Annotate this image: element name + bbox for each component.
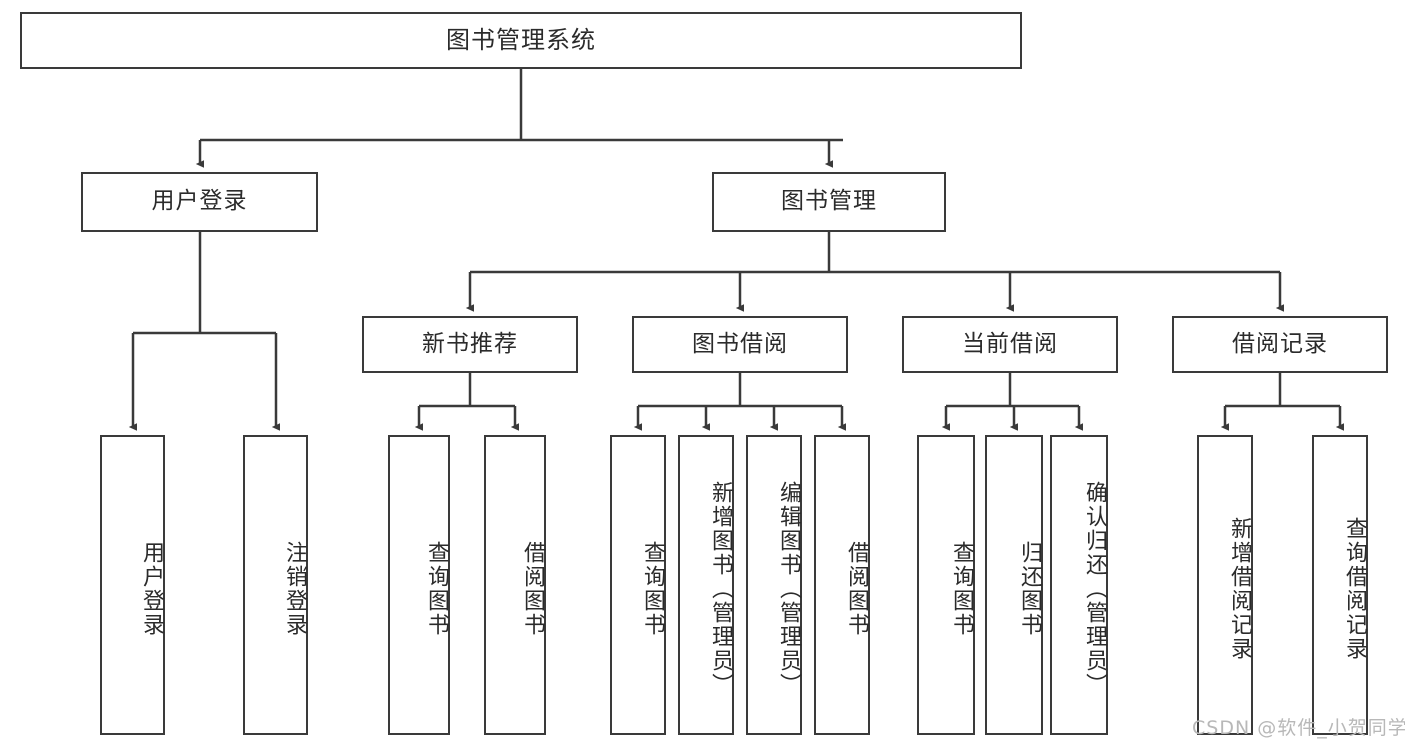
node-cb-query-book[interactable]: 查询图书 [917,435,975,735]
node-borrow-record-label: 借阅记录 [1232,330,1328,357]
node-bb-edit-book[interactable]: 编辑图书（管理员） [746,435,802,735]
node-book-manage-label: 图书管理 [781,188,877,215]
node-bb-add-book-label: 新增图书（管理员） [708,481,733,697]
node-bb-query-book[interactable]: 查询图书 [610,435,666,735]
node-bb-query-book-label: 查询图书 [640,541,665,637]
node-br-query-record-label: 查询借阅记录 [1342,517,1367,661]
node-user-logout-label: 注销登录 [282,541,307,637]
node-current-borrow[interactable]: 当前借阅 [902,316,1118,373]
node-cb-confirm-return[interactable]: 确认归还（管理员） [1050,435,1108,735]
node-nb-query-book[interactable]: 查询图书 [388,435,450,735]
node-book-borrow[interactable]: 图书借阅 [632,316,848,373]
node-cb-return-book[interactable]: 归还图书 [985,435,1043,735]
node-user-login-do[interactable]: 用户登录 [100,435,165,735]
node-bb-edit-book-label: 编辑图书（管理员） [776,481,801,697]
csdn-watermark: CSDN @软件_小贺同学 [1192,717,1405,739]
node-nb-query-book-label: 查询图书 [424,541,449,637]
node-nb-borrow-book-label: 借阅图书 [520,541,545,637]
node-book-borrow-label: 图书借阅 [692,330,788,357]
node-nb-borrow-book[interactable]: 借阅图书 [484,435,546,735]
node-br-query-record[interactable]: 查询借阅记录 [1312,435,1368,735]
node-bb-borrow-book-label: 借阅图书 [844,541,869,637]
node-current-borrow-label: 当前借阅 [962,330,1058,357]
node-root[interactable]: 图书管理系统 [20,12,1022,69]
node-user-login-label: 用户登录 [151,188,248,215]
node-cb-return-book-label: 归还图书 [1017,541,1042,637]
node-cb-query-book-label: 查询图书 [949,541,974,637]
node-br-add-record[interactable]: 新增借阅记录 [1197,435,1253,735]
node-new-book-recommend-label: 新书推荐 [422,330,518,357]
node-book-manage[interactable]: 图书管理 [712,172,946,232]
node-br-add-record-label: 新增借阅记录 [1227,517,1252,661]
node-cb-confirm-return-label: 确认归还（管理员） [1082,481,1107,697]
node-user-logout[interactable]: 注销登录 [243,435,308,735]
node-user-login[interactable]: 用户登录 [81,172,318,232]
node-bb-borrow-book[interactable]: 借阅图书 [814,435,870,735]
node-borrow-record[interactable]: 借阅记录 [1172,316,1388,373]
node-bb-add-book[interactable]: 新增图书（管理员） [678,435,734,735]
node-new-book-recommend[interactable]: 新书推荐 [362,316,578,373]
node-root-label: 图书管理系统 [446,26,596,55]
node-user-login-do-label: 用户登录 [139,541,164,637]
